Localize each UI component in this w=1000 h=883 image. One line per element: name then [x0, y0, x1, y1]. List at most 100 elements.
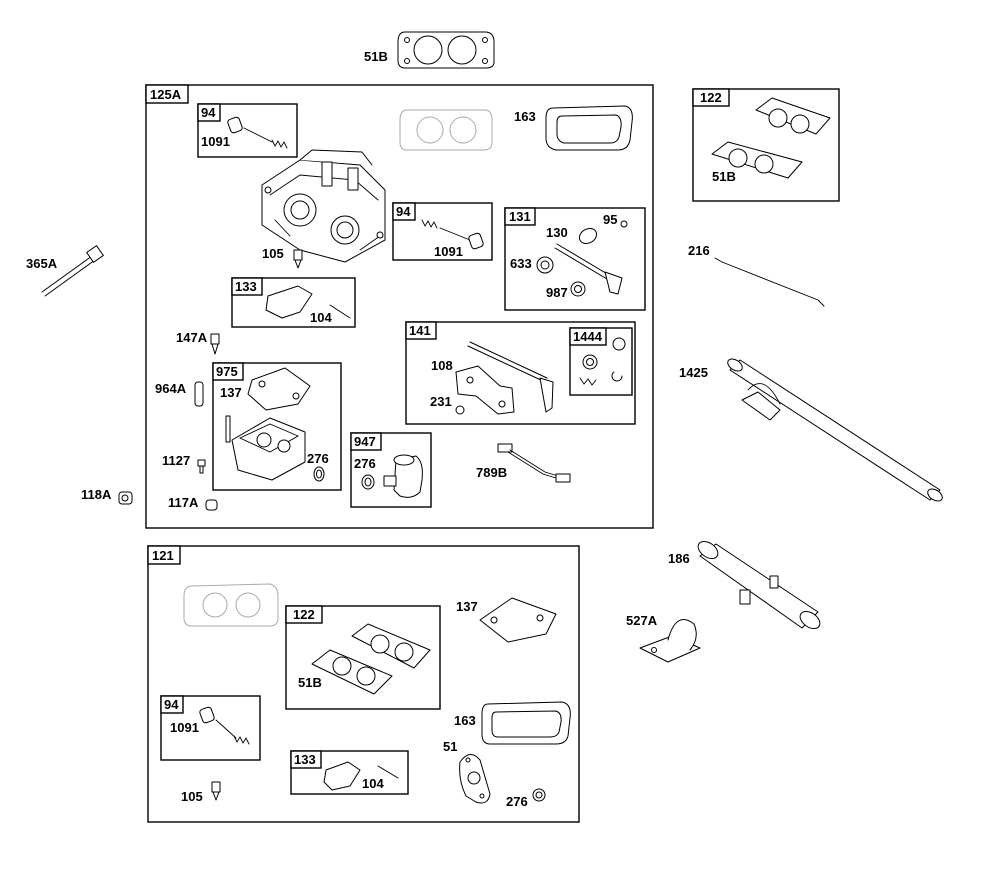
- gasket-163-a: [545, 105, 633, 151]
- label-51b-bottom: 51B: [298, 675, 322, 690]
- label-118a: 118A: [81, 487, 112, 502]
- label-1091-a: 1091: [201, 134, 230, 149]
- group-box-133-a: [231, 277, 356, 328]
- clamp-527a: [639, 619, 701, 663]
- label-137-a: 137: [220, 385, 242, 400]
- group-label-133-a: 133: [235, 279, 257, 294]
- label-108: 108: [431, 358, 453, 373]
- wire-harness-789b: [497, 443, 571, 483]
- label-95: 95: [603, 212, 617, 227]
- link-rod-216: [714, 257, 825, 307]
- label-1425: 1425: [679, 365, 708, 380]
- group-label-975: 975: [216, 364, 238, 379]
- group-box-141: [405, 321, 636, 425]
- group-box-975: [212, 362, 342, 491]
- label-276-b: 276: [354, 456, 376, 471]
- group-label-131: 131: [509, 209, 531, 224]
- plug-964a: [194, 381, 204, 407]
- group-label-121: 121: [152, 548, 174, 563]
- group-label-94-c: 94: [164, 697, 179, 712]
- group-label-1444: 1444: [573, 329, 603, 344]
- label-1091-c: 1091: [170, 720, 199, 735]
- oring-276-c: [532, 788, 546, 802]
- choke-shaft-141: [455, 341, 554, 415]
- group-box-122-top: [692, 88, 840, 202]
- mixture-screw-94-a: [227, 116, 288, 149]
- label-527a: 527A: [626, 613, 658, 628]
- spring-kit-1444: [579, 337, 626, 386]
- bolt-365a: [41, 245, 104, 297]
- label-276-a: 276: [307, 451, 329, 466]
- gasket-ghost-121: [183, 583, 279, 627]
- gasket-51: [459, 754, 491, 804]
- gasket-51b-top: [397, 31, 495, 69]
- manifold-186: [697, 540, 821, 630]
- gasket-kit-122-b: [311, 623, 431, 695]
- label-105-b: 105: [181, 789, 203, 804]
- group-box-94-c: [160, 695, 261, 761]
- group-label-122-top: 122: [700, 90, 722, 105]
- gasket-163-b: [481, 701, 571, 745]
- label-104-b: 104: [362, 776, 384, 791]
- group-box-133-b: [290, 750, 409, 795]
- label-216: 216: [688, 243, 710, 258]
- fitting-118a: [118, 491, 133, 505]
- float-133-a: [265, 285, 351, 319]
- mixture-screw-94-b: [421, 219, 484, 250]
- label-137-b: 137: [456, 599, 478, 614]
- group-box-94-b: [392, 202, 493, 261]
- label-987: 987: [546, 285, 568, 300]
- label-104-a: 104: [310, 310, 332, 325]
- label-147a: 147A: [176, 330, 208, 345]
- throttle-shaft-131: [536, 220, 628, 297]
- group-label-947: 947: [354, 434, 376, 449]
- label-789b: 789B: [476, 465, 507, 480]
- label-51b-right: 51B: [712, 169, 736, 184]
- tube-1425: [727, 358, 943, 502]
- label-186: 186: [668, 551, 690, 566]
- label-964a: 964A: [155, 381, 187, 396]
- float-133-b: [323, 761, 399, 791]
- group-label-122-b: 122: [293, 607, 315, 622]
- label-117a: 117A: [168, 495, 199, 510]
- group-box-947: [350, 432, 432, 508]
- group-box-131: [504, 207, 646, 311]
- label-130: 130: [546, 225, 568, 240]
- label-51b-top: 51B: [364, 49, 388, 64]
- group-label-125a: 125A: [150, 87, 182, 102]
- label-365a: 365A: [26, 256, 58, 271]
- gasket-ghost-125a: [399, 109, 493, 151]
- gasket-137-b: [479, 597, 557, 643]
- gasket-kit-122-top: [711, 97, 831, 179]
- carburetor-body: [261, 149, 386, 263]
- group-box-125a: [145, 84, 654, 529]
- label-1127: 1127: [162, 453, 190, 468]
- label-633: 633: [510, 256, 532, 271]
- screw-147a: [210, 333, 220, 355]
- label-163-a: 163: [514, 109, 536, 124]
- jet-105-a: [293, 249, 303, 269]
- label-1091-b: 1091: [434, 244, 463, 259]
- label-276-c: 276: [506, 794, 528, 809]
- group-box-121: [147, 545, 580, 823]
- label-163-b: 163: [454, 713, 476, 728]
- oring-276-a: [313, 466, 325, 482]
- screw-1127: [197, 459, 206, 474]
- group-box-122-b: [285, 605, 441, 710]
- oring-276-b: [361, 474, 375, 490]
- label-231: 231: [430, 394, 452, 409]
- jet-105-b: [211, 781, 221, 801]
- group-label-94-b: 94: [396, 204, 411, 219]
- float-bowl-975: [225, 367, 311, 481]
- group-box-94-a: [197, 103, 298, 158]
- group-label-94-a: 94: [201, 105, 216, 120]
- mixture-screw-94-c: [199, 706, 250, 745]
- label-105-a: 105: [262, 246, 284, 261]
- solenoid-947: [383, 454, 423, 498]
- fitting-117a: [205, 499, 218, 511]
- group-label-133-b: 133: [294, 752, 316, 767]
- label-51: 51: [443, 739, 457, 754]
- group-label-141: 141: [409, 323, 431, 338]
